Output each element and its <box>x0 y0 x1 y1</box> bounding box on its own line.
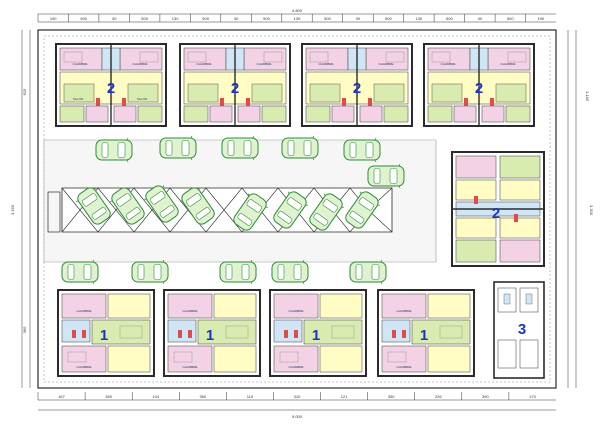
room-label-bedroom: CHAMBRE <box>196 62 211 66</box>
dimension-segment: 226 <box>435 394 442 399</box>
car <box>61 259 99 285</box>
dimension-top-total: 4.800 <box>292 8 303 13</box>
dimension-segment: 500 <box>202 16 209 21</box>
top-dimension-parts: 190 500 30 500 130 500 30 500 130 500 30 500 130 500 3… <box>37 14 545 22</box>
unit-number-top-2: 2 <box>231 80 239 97</box>
dimension-segment: 350 <box>482 394 489 399</box>
dimension-segment: 500 <box>263 16 270 21</box>
room-label-bedroom: CHAMBRE <box>76 309 91 313</box>
unit-number-top-4: 2 <box>475 80 483 97</box>
room-label-bedroom: CHAMBRE <box>182 309 197 313</box>
room-label-bedroom: CHAMBRE <box>256 62 271 66</box>
car <box>131 259 169 285</box>
dimension-segment: 190 <box>537 16 544 21</box>
dimension-segment: 30 <box>112 16 117 21</box>
dimension-segment: 350 <box>199 394 206 399</box>
room-label-living: SALON <box>137 97 147 101</box>
dimension-segment: 500 <box>385 16 392 21</box>
top-apartment-row: 2 2 2 2 CHAMBRE CHAMBRE SALON SALON CHAM… <box>55 43 535 127</box>
room-label-bedroom: CHAMBRE <box>396 309 411 313</box>
room-label-bedroom: CHAMBRE <box>440 62 455 66</box>
room-label-bedroom: CHAMBRE <box>318 62 333 66</box>
dimension-segment: 130 <box>294 16 301 21</box>
bottom-dimension-parts: 167 350 104 350 119 310 121 350 226 350 170 <box>37 392 537 400</box>
dimension-segment: 130 <box>172 16 179 21</box>
dimension-segment: 119 <box>247 394 254 399</box>
unit-number-bottom-3: 1 <box>312 327 320 344</box>
site-boundary <box>37 29 557 389</box>
dimension-segment: 30 <box>356 16 361 21</box>
dimension-left-bottom: 360 <box>22 326 27 333</box>
room-label-living: SALON <box>73 97 83 101</box>
unit-number-bottom-1: 1 <box>100 327 108 344</box>
dimension-segment: 121 <box>341 394 348 399</box>
car <box>271 259 309 285</box>
dimension-segment: 500 <box>324 16 331 21</box>
car <box>343 137 381 163</box>
dimension-segment: 350 <box>105 394 112 399</box>
unit-number-bottom-4: 1 <box>420 327 428 344</box>
dimension-segment: 104 <box>152 394 159 399</box>
bottom-apartment-row: 1 1 1 1 CHAMBRE CHAMBRE CHAMBRE CHAMBRE … <box>57 289 475 377</box>
entrance-gate <box>47 191 61 233</box>
dimension-segment: 310 <box>294 394 301 399</box>
dimension-segment: 190 <box>50 16 57 21</box>
car <box>281 135 319 161</box>
room-label-bedroom: CHAMBRE <box>182 365 197 369</box>
room-label-bedroom: CHAMBRE <box>396 365 411 369</box>
unit-number-right: 2 <box>492 205 500 222</box>
dimension-segment: 500 <box>80 16 87 21</box>
dimension-segment: 30 <box>234 16 239 21</box>
car <box>349 259 387 285</box>
dimension-right-top: 1.140 <box>585 91 590 102</box>
dimension-segment: 500 <box>446 16 453 21</box>
car <box>95 137 133 163</box>
dimension-left-total: 3.150 <box>10 204 15 215</box>
dimensions <box>21 13 577 411</box>
car <box>219 259 257 285</box>
dimension-segment: 500 <box>141 16 148 21</box>
dimension-segment: 167 <box>58 394 65 399</box>
dimension-left-top: 615 <box>22 88 27 95</box>
room-label-bedroom: CHAMBRE <box>378 62 393 66</box>
car <box>367 163 405 189</box>
unit-number-service: 3 <box>518 321 526 338</box>
unit-number-top-3: 2 <box>353 80 361 97</box>
apartment-right: 2 <box>451 151 545 267</box>
dimension-segment: 350 <box>388 394 395 399</box>
unit-number-bottom-2: 1 <box>206 327 214 344</box>
room-label-bedroom: CHAMBRE <box>72 62 87 66</box>
room-label-bedroom: CHAMBRE <box>76 365 91 369</box>
service-block: 3 <box>493 281 545 379</box>
room-label-bedroom: CHAMBRE <box>132 62 147 66</box>
dimension-segment: 500 <box>507 16 514 21</box>
room-label-bedroom: CHAMBRE <box>500 62 515 66</box>
room-label-bedroom: CHAMBRE <box>288 365 303 369</box>
dimension-segment: 170 <box>529 394 536 399</box>
unit-number-top-1: 2 <box>107 80 115 97</box>
car <box>221 135 259 161</box>
room-label-bedroom: CHAMBRE <box>288 309 303 313</box>
car <box>159 135 197 161</box>
dimension-bottom-total: 9.000 <box>292 414 303 419</box>
dimension-segment: 30 <box>478 16 483 21</box>
dimension-segment: 130 <box>416 16 423 21</box>
dimension-right-total: 3.300 <box>589 205 594 216</box>
